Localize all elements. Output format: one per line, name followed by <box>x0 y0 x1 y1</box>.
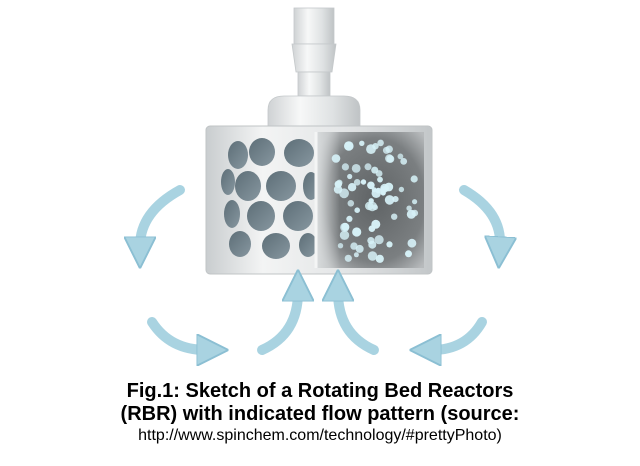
rbr-sketch-figure <box>0 7 640 370</box>
flow-arrow-icon <box>140 185 500 350</box>
figure-caption-line-1: Fig.1: Sketch of a Rotating Bed Reactors <box>126 380 514 402</box>
rotating-bed-icon <box>205 125 433 275</box>
figure-caption-source-url: http://www.spinchem.com/technology/#pret… <box>138 427 502 444</box>
figure-caption-line-2: (RBR) with indicated flow pattern (sourc… <box>120 403 520 425</box>
shaft-icon <box>267 7 361 127</box>
catalyst-beads-icon <box>314 132 424 268</box>
